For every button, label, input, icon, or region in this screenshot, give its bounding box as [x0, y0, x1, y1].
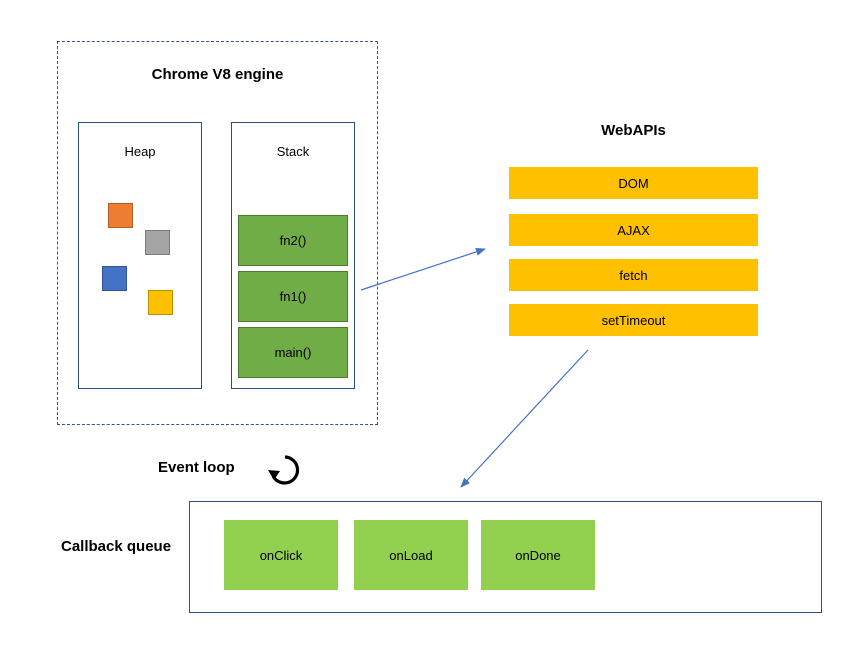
heap-object-yellow: [148, 290, 173, 315]
callback-item: onLoad: [354, 520, 468, 590]
heap-object-blue: [102, 266, 127, 291]
refresh-icon: [268, 455, 300, 485]
callback-queue-label: Callback queue: [61, 538, 172, 555]
callback-item: onDone: [481, 520, 595, 590]
event-loop-label: Event loop: [158, 459, 235, 476]
stack-label: Stack: [276, 144, 310, 159]
callback-queue-container: [189, 501, 822, 613]
heap-object-orange: [108, 203, 133, 228]
v8-engine-container: [57, 41, 378, 425]
stack-to-webapis-arrow: [360, 248, 486, 291]
stack-frame: fn1(): [238, 271, 348, 322]
webapis-title: WebAPIs: [601, 122, 666, 139]
webapi-item: fetch: [509, 259, 758, 291]
heap-object-gray: [145, 230, 170, 255]
heap-panel: [78, 122, 202, 389]
stack-frame: main(): [238, 327, 348, 378]
webapi-item: DOM: [509, 167, 758, 199]
stack-frame: fn2(): [238, 215, 348, 266]
webapi-item: AJAX: [509, 214, 758, 246]
engine-title: Chrome V8 engine: [151, 66, 284, 83]
webapi-item: setTimeout: [509, 304, 758, 336]
webapis-to-queue-arrow: [460, 349, 589, 488]
heap-label: Heap: [124, 144, 156, 159]
callback-item: onClick: [224, 520, 338, 590]
